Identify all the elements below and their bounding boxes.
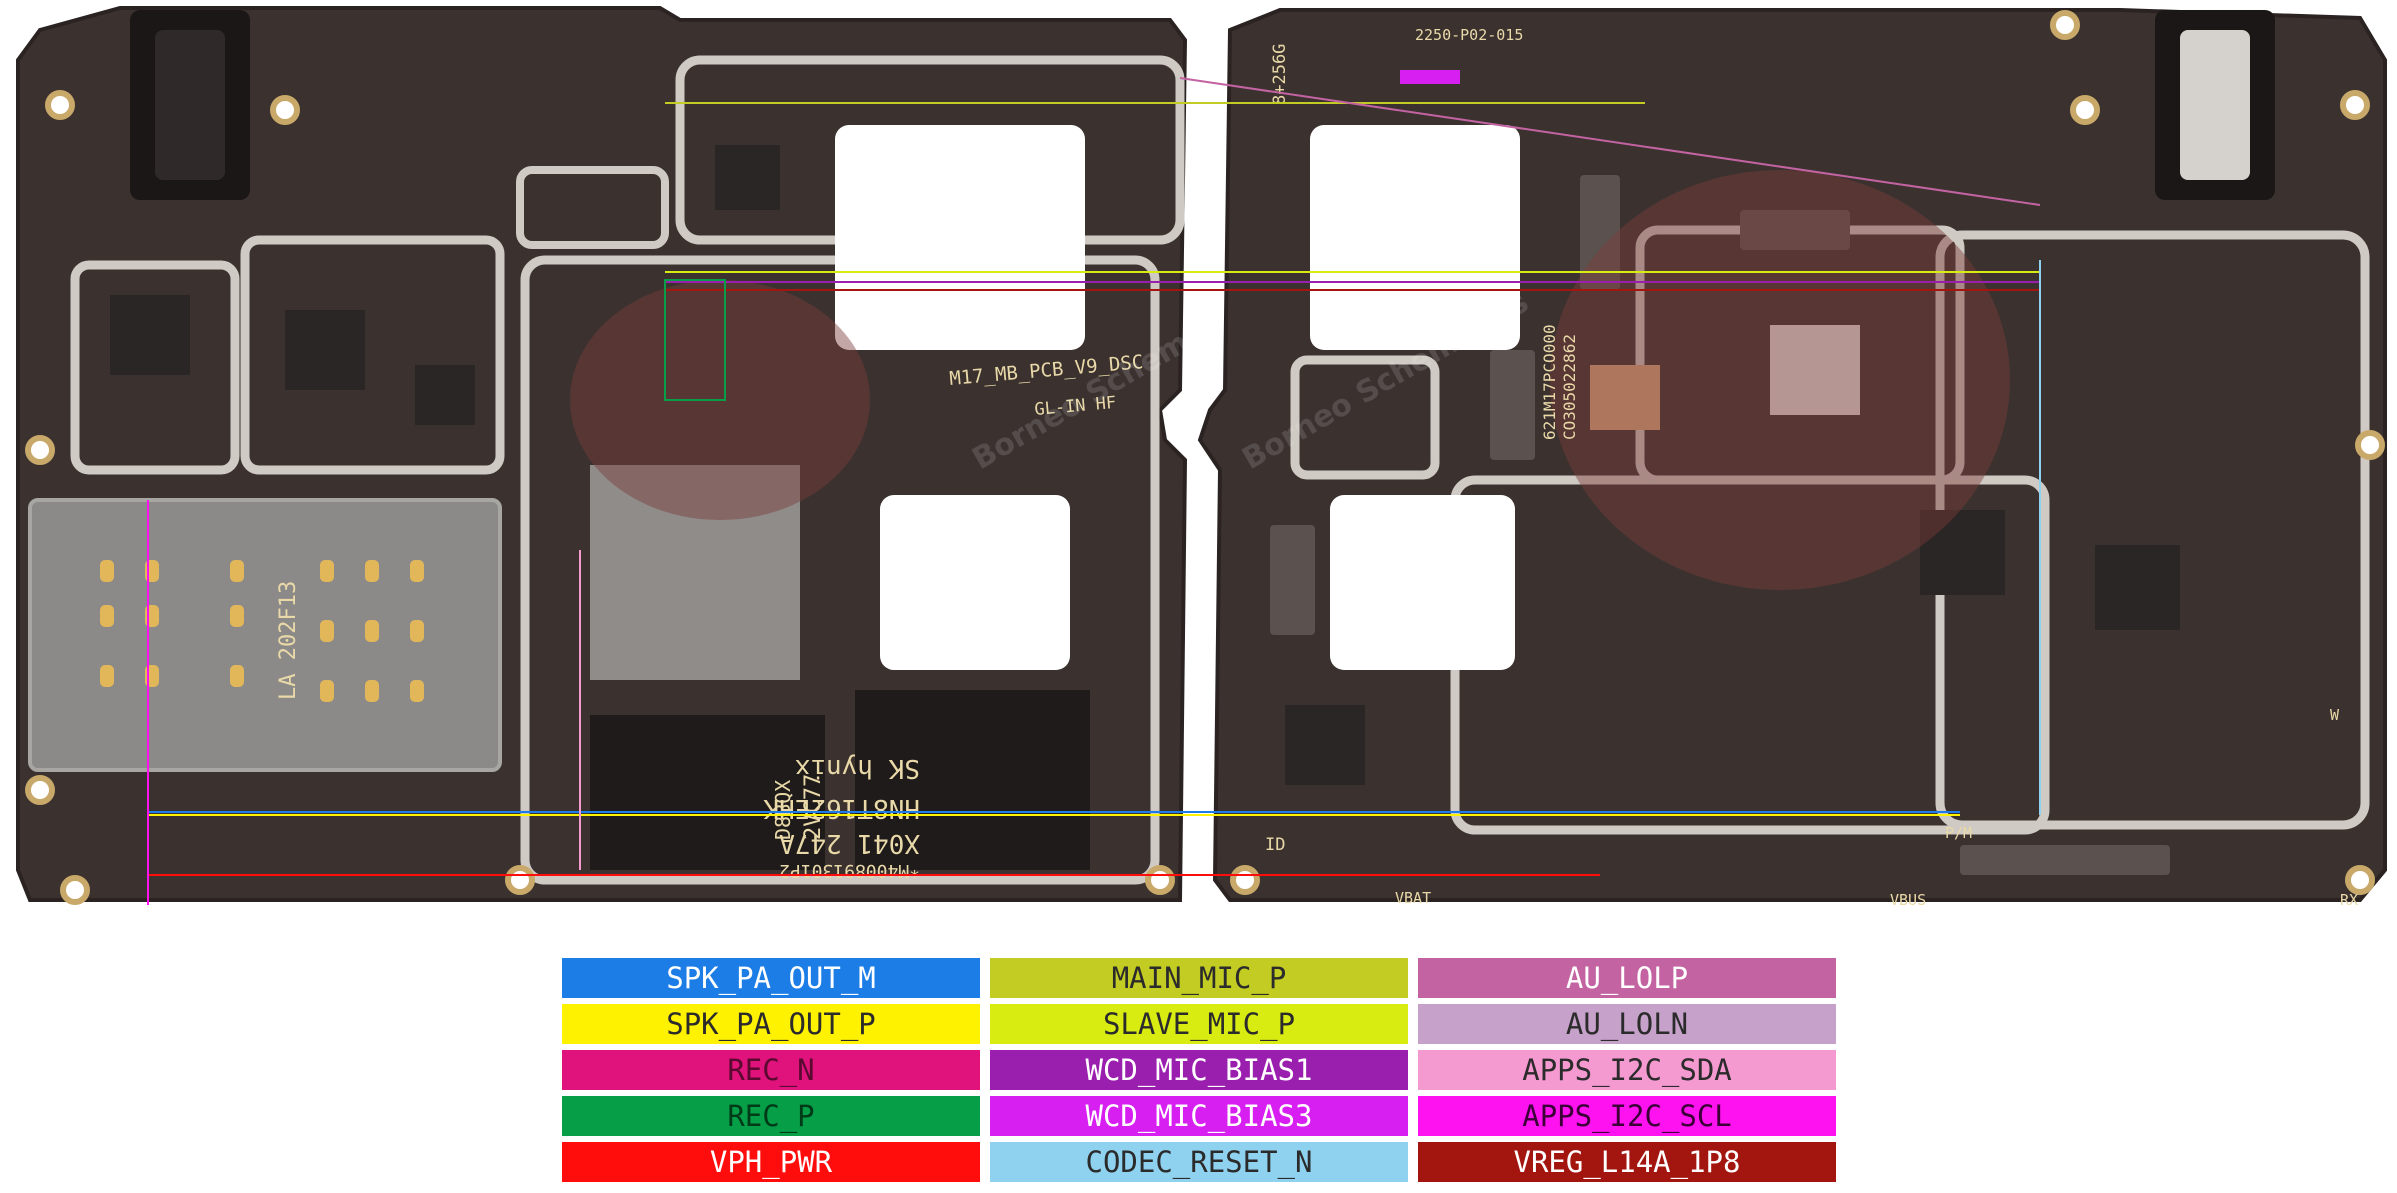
left-rf-chip-1 — [110, 295, 190, 375]
left-shield-can-5 — [516, 166, 669, 249]
dram-marking-2: D8BQX — [771, 780, 795, 840]
right-pmic-chip — [1920, 510, 2005, 595]
nand-marking-2: HN8T162EHK — [763, 793, 920, 823]
legend-item-spk-pa-out-m: SPK_PA_OUT_M — [562, 958, 980, 998]
legend-item-wcd-mic-bias3: WCD_MIC_BIAS3 — [990, 1096, 1408, 1136]
left-cutout-bottom — [880, 495, 1070, 670]
right-label-sticker — [1590, 365, 1660, 430]
left-shield-can-1 — [70, 260, 240, 475]
legend-item-apps-i2c-scl: APPS_I2C_SCL — [1418, 1096, 1836, 1136]
sim-marking-text: LA 202F13 — [276, 581, 301, 700]
id-label: ID — [1265, 835, 1285, 855]
right-charger-chip — [1285, 705, 1365, 785]
trace-bias3-region — [1400, 70, 1460, 84]
legend-item-slave-mic-p: SLAVE_MIC_P — [990, 1004, 1408, 1044]
right-board-half: 8+256G 2250-P02-015 CO305022862 621M17PC… — [1197, 8, 2387, 909]
trace-au-lolp — [1179, 77, 2041, 206]
right-connector-left — [1270, 525, 1315, 635]
dram-marking-1: 2VC77 — [801, 774, 826, 840]
legend-item-au-lolp: AU_LOLP — [1418, 958, 1836, 998]
pcb-board-diagram: M17_MB_PCB_V9_DSC GL-IN HF SK hynix HN8T… — [16, 6, 2387, 909]
legend-item-spk-pa-out-p: SPK_PA_OUT_P — [562, 1004, 980, 1044]
legend-item-vph-pwr: VPH_PWR — [562, 1142, 980, 1182]
vbus-label: VBUS — [1890, 891, 1926, 909]
nand-marking-3: X041 247A — [779, 828, 920, 858]
right-cutout-top — [1310, 125, 1520, 350]
serial-text-b: 621M17PCO000 — [1540, 324, 1559, 440]
right-connector-top — [1740, 210, 1850, 250]
vbat-label: VBAT — [1395, 889, 1431, 907]
right-connector-upper — [1580, 175, 1620, 290]
soc-chip — [590, 465, 800, 680]
right-heat-zone — [1550, 170, 2010, 590]
right-cutout-bottom — [1330, 495, 1515, 670]
left-board-half: M17_MB_PCB_V9_DSC GL-IN HF SK hynix HN8T… — [16, 6, 1265, 905]
left-pmic-chip — [715, 145, 780, 210]
rx-label: RX — [2340, 891, 2358, 909]
memory-config-text: 8+256G — [1270, 44, 1290, 105]
dram-chip — [590, 715, 825, 870]
legend-item-au-loln: AU_LOLN — [1418, 1004, 1836, 1044]
right-connector-bottom — [1960, 845, 2170, 875]
sim-card-tray — [28, 498, 502, 772]
pm-label: P/M — [1945, 824, 1972, 842]
nand-marking-1: SK hynix — [795, 753, 920, 783]
legend-item-wcd-mic-bias1: WCD_MIC_BIAS1 — [990, 1050, 1408, 1090]
nand-chip — [855, 690, 1090, 870]
rev-code-text: 2250-P02-015 — [1415, 26, 1523, 44]
legend-item-codec-reset-n: CODEC_RESET_N — [990, 1142, 1408, 1182]
left-cutout-top — [835, 125, 1085, 350]
legend-item-rec-p: REC_P — [562, 1096, 980, 1136]
legend-item-main-mic-p: MAIN_MIC_P — [990, 958, 1408, 998]
legend-item-rec-n: REC_N — [562, 1050, 980, 1090]
legend-item-apps-i2c-sda: APPS_I2C_SDA — [1418, 1050, 1836, 1090]
right-bga-chip — [1770, 325, 1860, 415]
legend-item-vreg-l14a-1p8: VREG_L14A_1P8 — [1418, 1142, 1836, 1182]
right-connector-mid — [1490, 350, 1535, 460]
left-rf-chip-3 — [415, 365, 475, 425]
right-codec-chip — [2095, 545, 2180, 630]
right-shield-can-1 — [1290, 355, 1440, 480]
nand-marking-4: *M400891301P2 — [779, 860, 920, 881]
trace-rec-region — [664, 279, 726, 401]
left-shield-can-2 — [240, 235, 505, 475]
left-rf-chip-2 — [285, 310, 365, 390]
w-label: W — [2330, 706, 2340, 724]
serial-text-a: CO305022862 — [1560, 334, 1579, 440]
net-trace-overlay — [147, 70, 2041, 905]
